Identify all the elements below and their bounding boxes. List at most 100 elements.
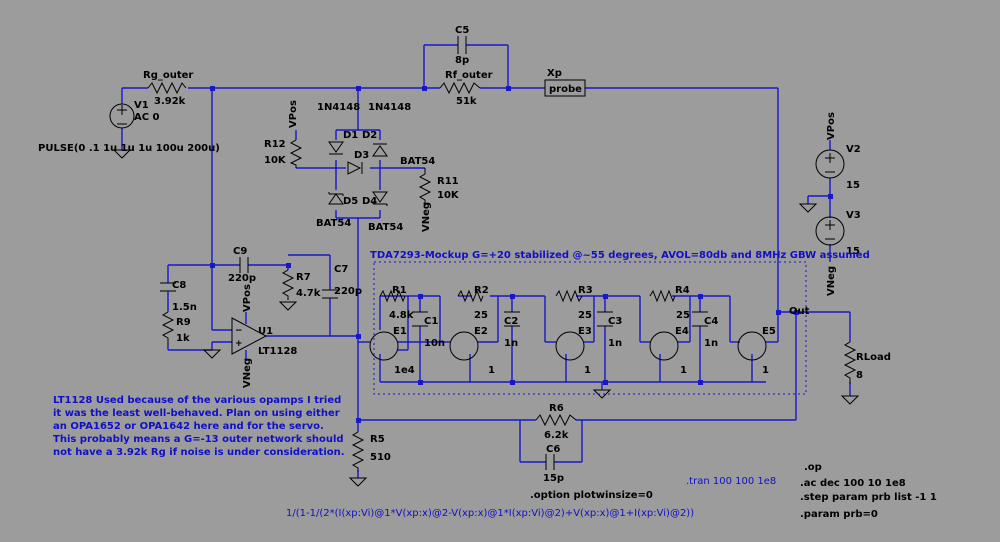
r5-ground xyxy=(348,477,368,487)
rf-outer-resistor[interactable] xyxy=(439,81,481,95)
note-line-3: an OPA1652 or OPA1642 here and for the s… xyxy=(53,421,324,432)
r7-value: 4.7k xyxy=(296,288,321,299)
d3-diode[interactable] xyxy=(347,161,363,175)
e1-source[interactable] xyxy=(369,331,399,361)
r12-label: R12 xyxy=(264,139,286,150)
r9-value: 1k xyxy=(176,333,190,344)
u1-opamp[interactable]: − + xyxy=(231,317,268,355)
note-line-1: LT1128 Used because of the various opamp… xyxy=(53,395,341,406)
d4-model: BAT54 xyxy=(368,222,403,233)
c9-value: 220p xyxy=(228,273,256,284)
v1-label: V1 xyxy=(134,100,149,111)
r11-resistor[interactable] xyxy=(418,168,432,206)
c9-capacitor[interactable] xyxy=(239,257,249,273)
c1-capacitor[interactable] xyxy=(412,311,428,327)
v2-source[interactable] xyxy=(815,149,845,179)
d1-diode[interactable] xyxy=(328,141,344,155)
probe-label: probe xyxy=(549,84,582,95)
note-line-2: it was the least well-behaved. Plan on u… xyxy=(53,408,340,419)
e4-source[interactable] xyxy=(649,331,679,361)
r9-label: R9 xyxy=(176,317,191,328)
comments: TDA7293-Mockup G=+20 stabilized @~55 deg… xyxy=(53,250,870,458)
c3-value: 1n xyxy=(608,338,622,349)
c4-value: 1n xyxy=(704,338,718,349)
e2-value: 1 xyxy=(488,365,495,376)
e5-value: 1 xyxy=(762,365,769,376)
supply-ground xyxy=(798,203,818,213)
c2-label: C2 xyxy=(504,316,518,327)
r12-resistor[interactable] xyxy=(289,139,303,168)
d5-diode[interactable] xyxy=(328,192,344,205)
r1-resistor[interactable] xyxy=(379,289,406,303)
c3-capacitor[interactable] xyxy=(597,311,613,327)
bat54-right-model: BAT54 xyxy=(400,156,435,167)
r4-resistor[interactable] xyxy=(649,289,676,303)
r2-value: 25 xyxy=(474,310,488,321)
r2-label: R2 xyxy=(474,285,489,296)
formula-text: 1/(1-1/(2*(I(xp:Vi)@1*V(xp:x)@2-V(xp:x)@… xyxy=(286,508,694,519)
v2-label: V2 xyxy=(846,144,861,155)
r12-value: 10K xyxy=(264,155,287,166)
r11-label: R11 xyxy=(437,176,459,187)
rf-outer-label: Rf_outer xyxy=(445,70,493,81)
rg-outer-label: Rg_outer xyxy=(143,70,193,81)
r5-resistor[interactable] xyxy=(351,431,365,472)
c4-capacitor[interactable] xyxy=(692,311,708,327)
xp-label: Xp xyxy=(547,68,562,79)
v3-source[interactable] xyxy=(815,216,845,246)
param-directive: .param prb=0 xyxy=(800,509,878,520)
c4-label: C4 xyxy=(704,316,718,327)
c1-value: 10n xyxy=(424,338,445,349)
c2-value: 1n xyxy=(504,338,518,349)
c5-label: C5 xyxy=(455,25,469,36)
d2-diode[interactable] xyxy=(372,143,388,157)
d5-label: D5 xyxy=(343,196,358,207)
r4-value: 25 xyxy=(676,310,690,321)
svg-text:+: + xyxy=(235,339,243,349)
c9-label: C9 xyxy=(233,246,247,257)
vneg-label-v3: VNeg xyxy=(826,266,837,296)
r9-resistor[interactable] xyxy=(161,311,175,346)
c2-capacitor[interactable] xyxy=(504,311,520,327)
r6-value: 6.2k xyxy=(544,430,569,441)
svg-text:−: − xyxy=(235,326,243,336)
tda-title-text: TDA7293-Mockup G=+20 stabilized @~55 deg… xyxy=(370,250,870,261)
note-line-5: not have a 3.92k Rg if noise is under co… xyxy=(53,447,345,458)
tran-directive: .tran 100 100 1e8 xyxy=(686,476,776,487)
u1-ground xyxy=(202,349,222,359)
d4-diode[interactable] xyxy=(372,191,388,206)
probe-box[interactable] xyxy=(544,79,586,97)
tda-mockup-frame xyxy=(373,261,807,395)
r3-resistor[interactable] xyxy=(555,289,583,303)
vpos-label-u1: VPos xyxy=(242,284,253,312)
c8-capacitor[interactable] xyxy=(160,282,176,305)
rload-label: RLoad xyxy=(856,352,891,363)
net-labels: VPos VNeg VPos VNeg VPos VNeg Out xyxy=(242,100,837,388)
c5-capacitor[interactable] xyxy=(457,36,467,54)
r6-resistor[interactable] xyxy=(535,413,577,427)
e1-label: E1 xyxy=(393,326,407,337)
note-line-4: This probably means a G=-13 outer networ… xyxy=(53,434,344,445)
vneg-label-r11: VNeg xyxy=(421,202,432,232)
c7-capacitor[interactable] xyxy=(322,289,338,299)
r1-value: 4.8k xyxy=(389,310,414,321)
v1-ground xyxy=(112,149,132,159)
rload-value: 8 xyxy=(856,370,863,381)
e5-source[interactable] xyxy=(737,331,767,361)
c6-capacitor[interactable] xyxy=(545,454,555,470)
d3-label: D3 xyxy=(354,150,369,161)
e2-source[interactable] xyxy=(449,331,479,361)
rload-resistor[interactable] xyxy=(843,341,857,384)
rg-outer-value: 3.92k xyxy=(154,96,186,107)
r7-resistor[interactable] xyxy=(281,269,295,300)
vpos-label-v2: VPos xyxy=(826,112,837,140)
v1-source[interactable] xyxy=(109,103,135,129)
r2-resistor[interactable] xyxy=(457,289,484,303)
r5-value: 510 xyxy=(370,452,391,463)
v1-source-spec: PULSE(0 .1 1u 1u 1u 100u 200u) xyxy=(38,143,220,154)
e3-source[interactable] xyxy=(555,331,585,361)
e1-value: 1e4 xyxy=(394,365,415,376)
rg-outer-resistor[interactable] xyxy=(147,81,187,95)
c5-value: 8p xyxy=(455,55,469,66)
u1-model: LT1128 xyxy=(258,346,297,357)
